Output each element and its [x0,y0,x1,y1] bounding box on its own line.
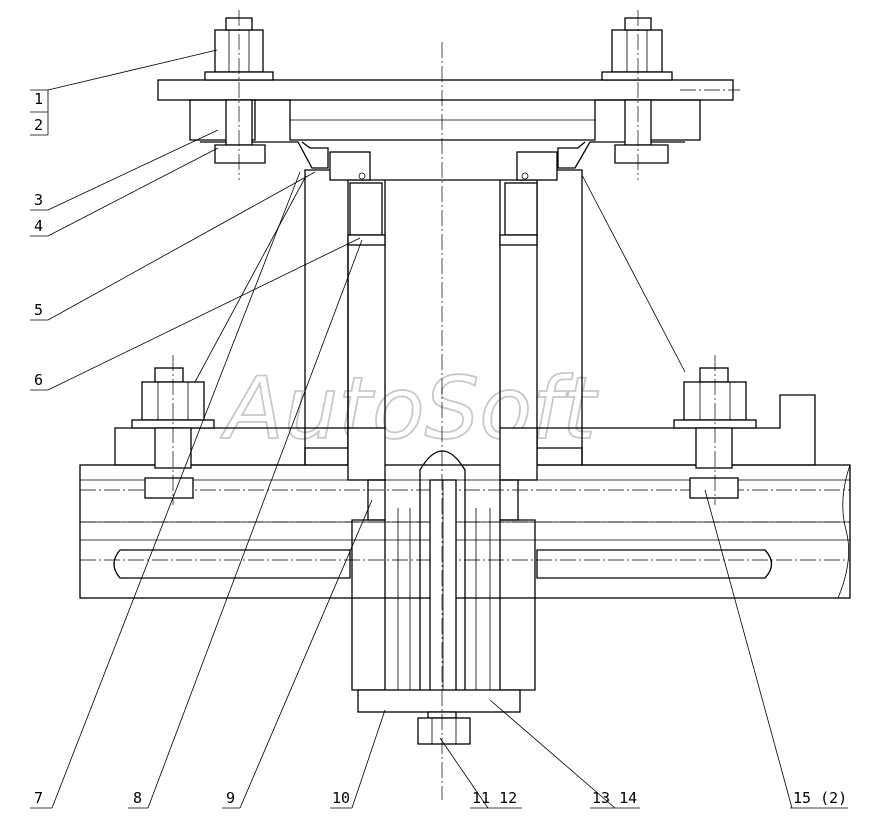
label-part-3: 3 [34,191,43,209]
upper-bearings [347,182,538,246]
label-part-1: 1 [34,90,43,108]
cutter-bar [113,549,773,579]
label-part-10: 10 [332,789,350,807]
leader-lines [30,49,848,809]
watermark: AutoSoft [220,359,599,459]
centerlines [172,10,716,800]
cover-plate [200,141,685,169]
shaft [350,179,536,245]
top-bolt-right [601,17,673,164]
lower-bearings [347,427,538,481]
part-labels: 1 2 3 4 5 6 7 8 9 10 11 12 13 14 15 (2) [34,90,847,807]
label-part-2: 2 [34,116,43,134]
label-part-15: 15 (2) [793,789,847,807]
label-part-5: 5 [34,301,43,319]
oil-seals [329,151,558,181]
label-part-7: 7 [34,789,43,807]
label-part-13-14: 13 14 [592,789,637,807]
label-part-4: 4 [34,217,43,235]
label-part-9: 9 [226,789,235,807]
label-part-6: 6 [34,371,43,389]
hub [351,450,536,745]
label-part-11-12: 11 12 [472,789,517,807]
label-part-8: 8 [133,789,142,807]
